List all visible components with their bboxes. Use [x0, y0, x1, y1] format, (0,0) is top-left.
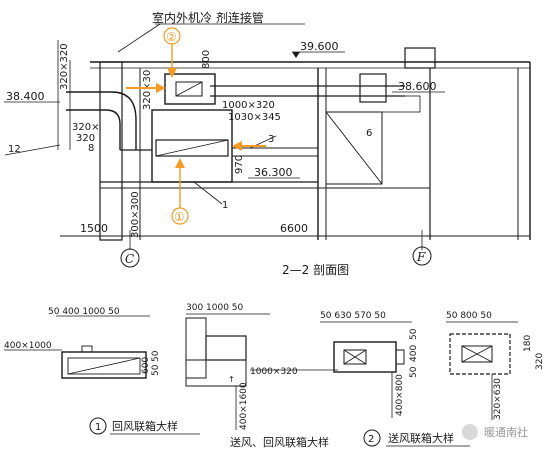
d2-arrow-label: ↑	[228, 375, 235, 384]
marker-2: ②	[166, 30, 177, 44]
axis-c: C	[125, 252, 134, 266]
d3-bottom: 400×800	[395, 374, 405, 416]
d2-out: 1000×320	[250, 367, 298, 377]
d4-top-dims: 50 800 50	[446, 311, 492, 321]
elev-39600: 39.600	[300, 40, 339, 53]
label-3: 3	[268, 134, 274, 145]
d2-bottom: 400×1600	[239, 382, 249, 430]
d4-side2: 320	[535, 353, 545, 370]
section-title: 室内外机冷 剂连接管	[152, 10, 264, 25]
d3-side2: 400	[409, 345, 419, 362]
d1-caption-no: 1	[95, 422, 101, 433]
d1-right1: 50	[151, 350, 161, 362]
d4-side1: 180	[523, 335, 533, 352]
label-1: 1	[222, 200, 228, 211]
elev-36300: 36.300	[254, 166, 293, 179]
dim-800: 800	[201, 50, 212, 69]
elev-38600: 38.600	[398, 80, 437, 93]
label-12: 12	[8, 144, 21, 155]
dim-1000x320: 1000×320	[222, 100, 275, 111]
dim-300x300: 300×300	[130, 191, 141, 238]
label-6: 6	[366, 128, 372, 139]
section-caption: 2—2 剖面图	[282, 263, 349, 277]
dim-320: 320	[76, 133, 95, 144]
d3-side1: 50	[409, 328, 419, 340]
dim-6600: 6600	[280, 222, 308, 235]
dim-320x: 320×	[72, 122, 99, 133]
d1-side: 400×1000	[4, 341, 52, 351]
dim-1500: 1500	[80, 222, 108, 235]
marker-1: ①	[174, 210, 185, 224]
dim-1030x345: 1030×345	[228, 112, 281, 123]
dim-320x320: 320×320	[59, 43, 70, 90]
d3-top-dims: 50 630 570 50	[320, 311, 386, 321]
watermark: 暖通南社	[484, 425, 528, 439]
elev-38400: 38.400	[6, 90, 45, 103]
d2-caption: 送风、回风联箱大样	[230, 435, 329, 449]
label-8: 8	[88, 143, 94, 154]
dim-320x30: 320×30	[142, 70, 153, 110]
d1-right3: 600	[141, 357, 151, 374]
d1-top-dims: 50 400 1000 50	[48, 307, 120, 317]
d4-caption: 送风联箱大样	[388, 431, 454, 445]
dim-970: 970	[234, 155, 245, 174]
axis-f: F	[416, 250, 426, 264]
d4-bottom: 320×630	[493, 378, 503, 420]
d1-right2: 50	[151, 364, 161, 376]
d2-top-dims: 300 1000 50	[186, 303, 244, 313]
d3-side3: 50	[409, 366, 419, 378]
watermark-logo-icon	[462, 424, 478, 440]
d1-caption: 回风联箱大样	[112, 419, 178, 433]
d4-caption-no: 2	[368, 434, 374, 445]
